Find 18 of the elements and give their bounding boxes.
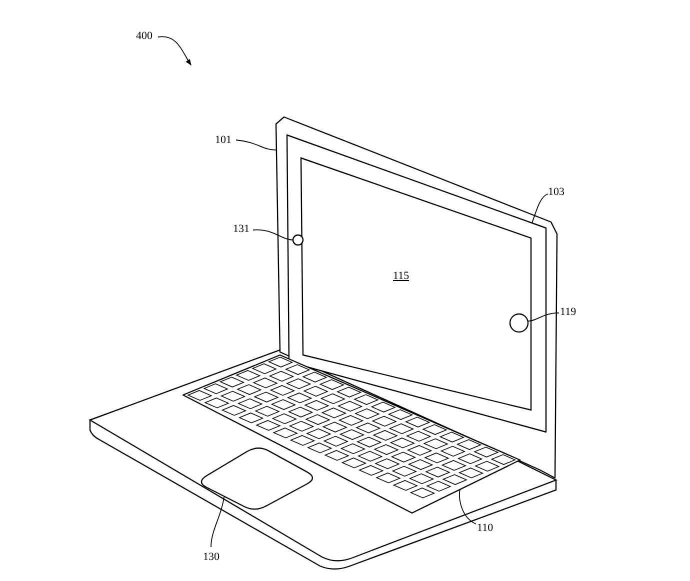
leader-line [210,496,224,548]
trackpad [200,448,314,510]
leader-line [236,140,276,150]
camera-circle [292,234,304,246]
leader-line [459,488,476,524]
leader-line [528,312,560,322]
leader-line [252,229,294,240]
reference-numeral: 131 [233,223,250,235]
reference-numeral: 119 [560,306,576,318]
reference-numeral: 400 [136,30,152,42]
reference-numeral: 103 [548,186,564,198]
arrow [158,36,192,66]
reference-numeral: 110 [477,522,494,534]
home-button [509,313,529,333]
leader-line [532,194,548,224]
reference-numeral: 101 [215,134,232,146]
reference-numeral: 130 [203,551,220,563]
reference-numeral: 115 [393,270,410,282]
